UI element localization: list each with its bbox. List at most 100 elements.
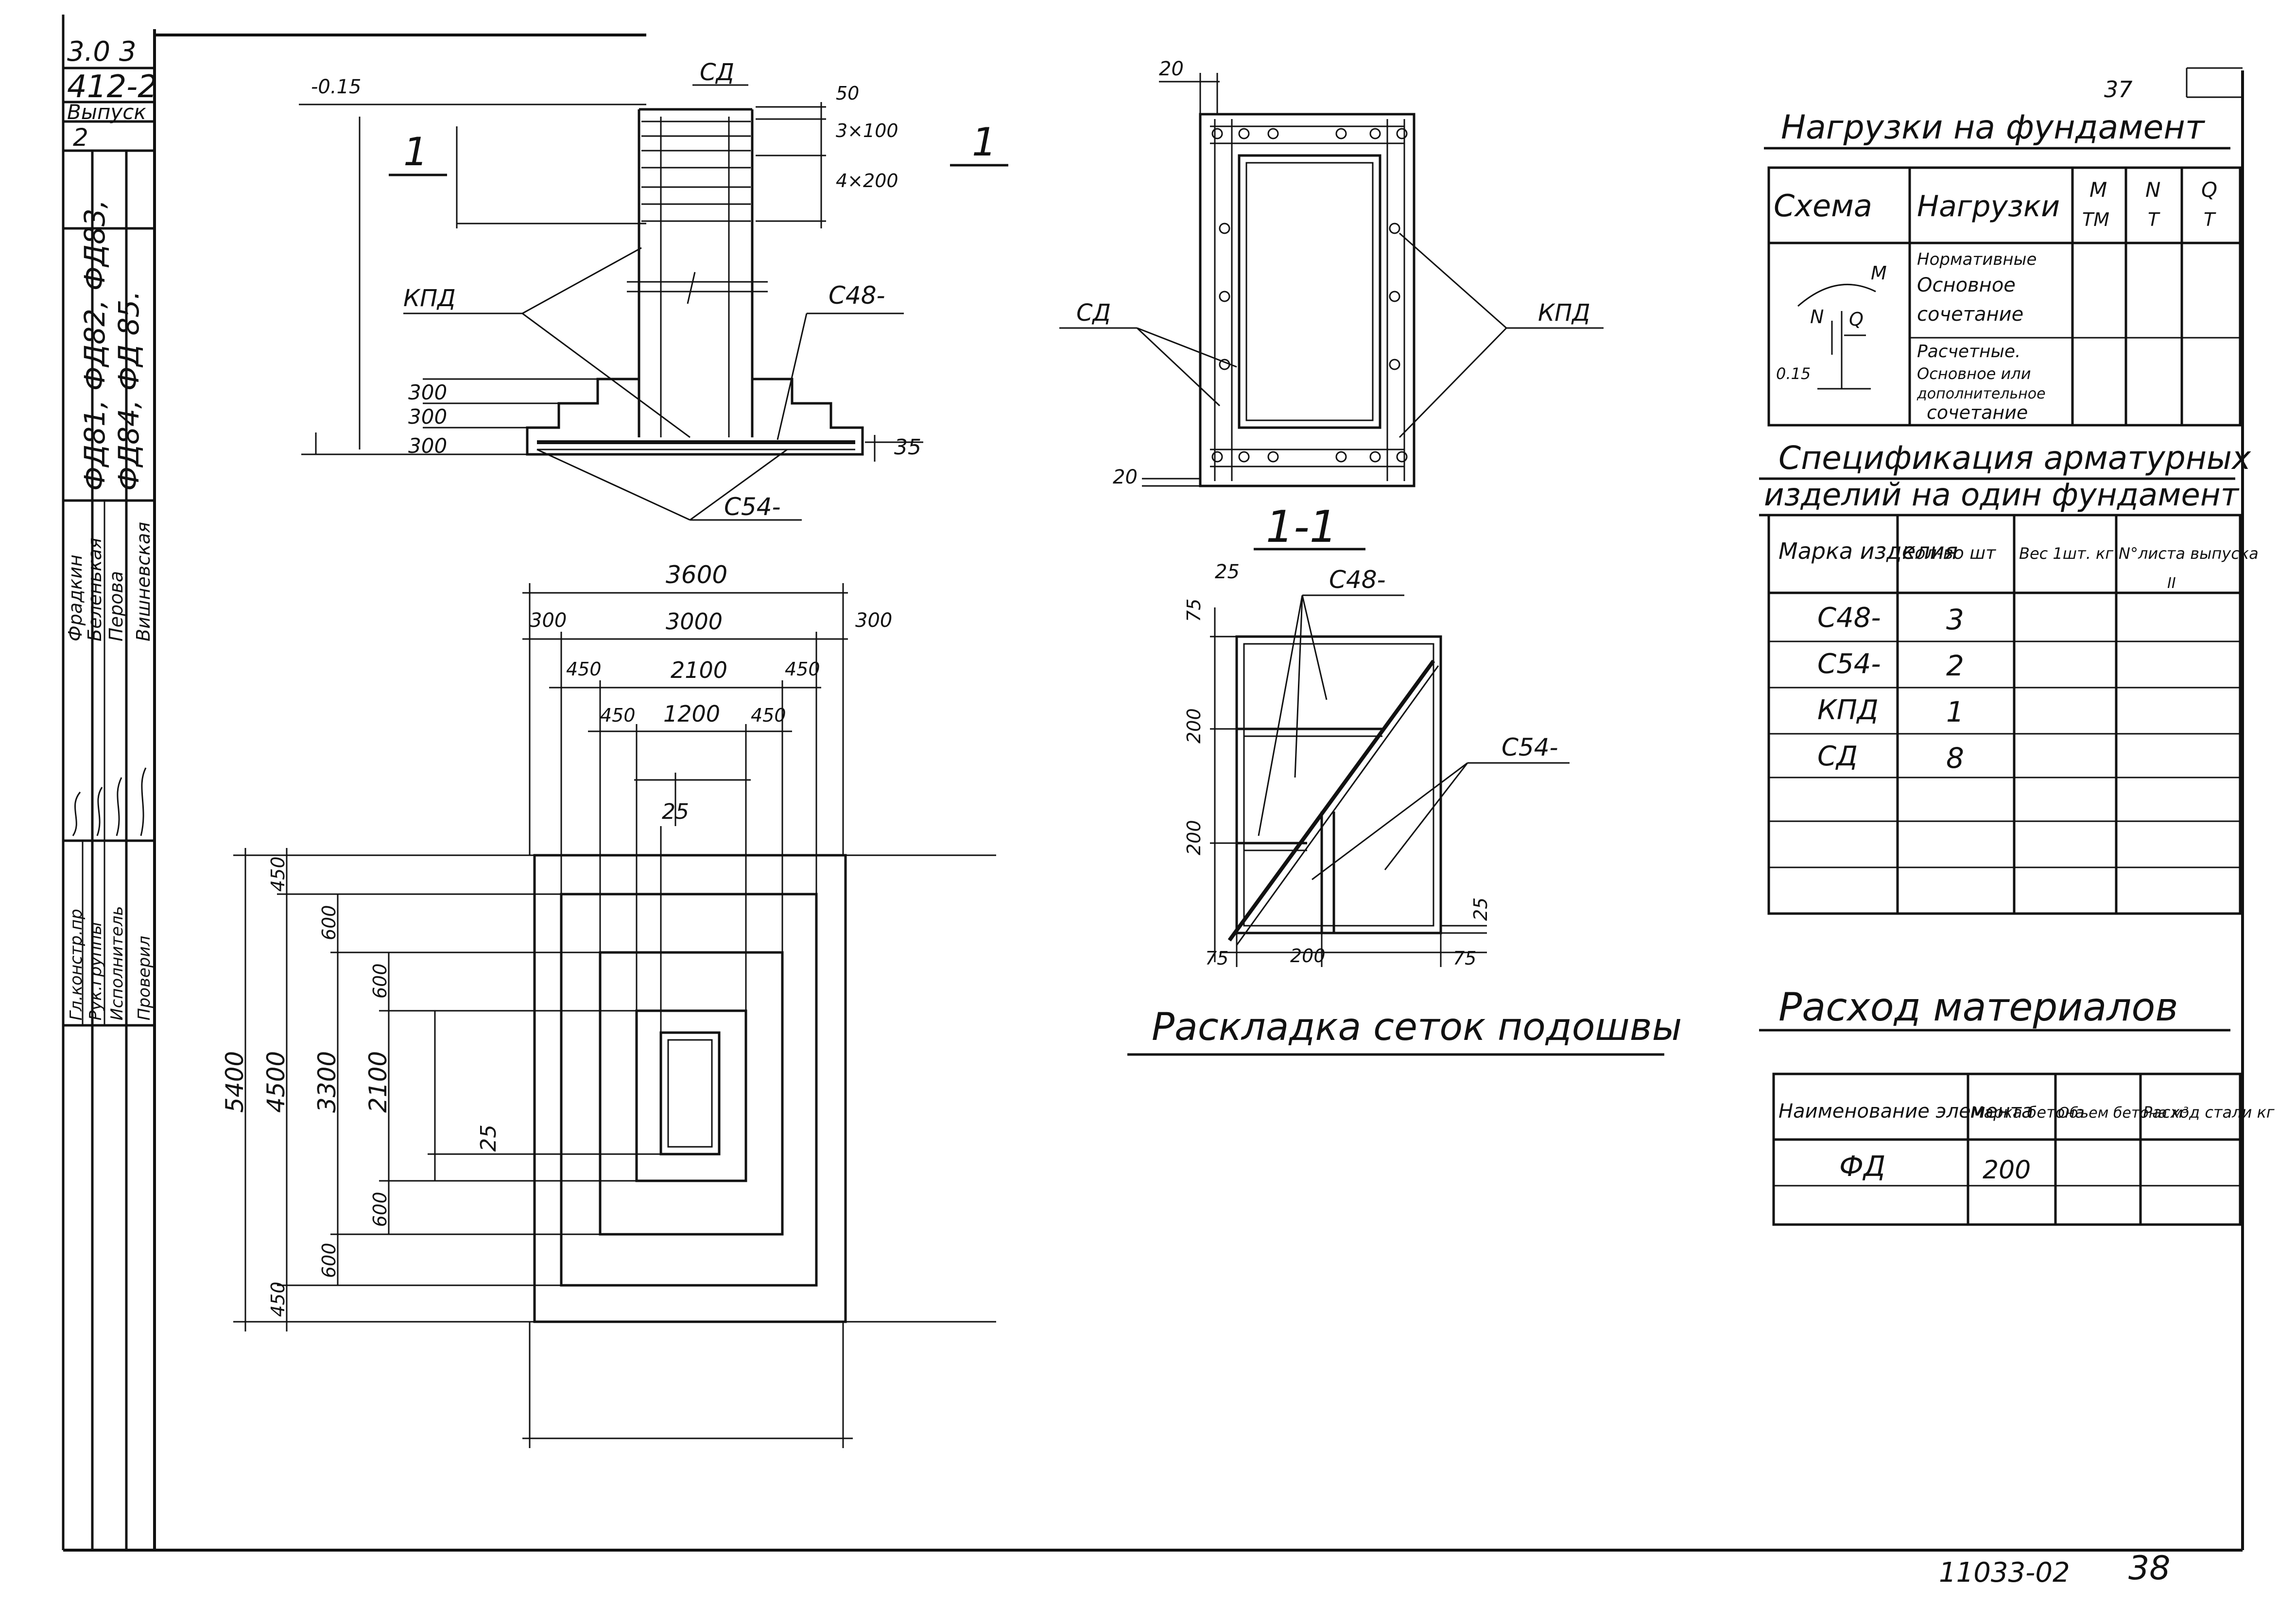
loads-h-scheme: Схема <box>1774 188 1872 224</box>
product-marks-line1: ФД81, ФД82, ФД83, <box>78 200 111 491</box>
loads-r2-l4: сочетание <box>1927 402 2028 423</box>
cup-dim-20-top: 20 <box>1159 58 1184 80</box>
dim-3x100: 3×100 <box>836 120 898 141</box>
spec-r4-qty: 8 <box>1946 742 1964 775</box>
cup-dim-20-bottom: 20 <box>1113 466 1138 488</box>
plan-dim-2100v: 2100 <box>364 1051 392 1113</box>
cup-kpd-label: КПД <box>1538 299 1590 327</box>
plan-dim-600a: 600 <box>318 905 340 940</box>
load-scheme-moment-arc <box>1797 283 1876 307</box>
cup-section-label: 1-1 <box>1266 501 1337 553</box>
dim-4x200: 4×200 <box>836 170 898 191</box>
load-scheme-n: N <box>1810 306 1824 328</box>
loads-h-m: M <box>2089 178 2107 202</box>
plan-dim-450d: 450 <box>751 705 786 726</box>
load-scheme-level: 0.15 <box>1776 364 1811 383</box>
series-code: 412-2 <box>67 69 157 105</box>
materials-r1-element: ФД <box>1839 1150 1885 1183</box>
section-view-1: -0.15 300 300 300 1 1 СД 50 3×100 4×200 … <box>299 59 1008 521</box>
name-3: Перова <box>105 571 127 641</box>
materials-r1-grade: 200 <box>1983 1156 2031 1185</box>
doc-number: 11033-02 <box>1939 1557 2070 1589</box>
materials-h-grade: Марка бетона <box>1970 1103 2085 1122</box>
spec-r4-mark: СД <box>1817 741 1858 772</box>
name-2: Беленькая <box>84 538 105 641</box>
step-dim-1: 300 <box>408 380 447 404</box>
mesh-dim-200-b: 200 <box>1183 820 1205 855</box>
mesh-caption: Раскладка сеток подошвы <box>1152 1005 1682 1049</box>
loads-h-loads: Нагрузки <box>1917 190 2060 224</box>
plan-dim-450-top: 450 <box>267 856 289 892</box>
section-label-right: 1 <box>972 120 997 165</box>
spec-h-weight: Вес 1шт. кг <box>2019 544 2113 563</box>
spec-h-extra: II <box>2167 575 2176 592</box>
role-1: Гл.констр.пр <box>67 909 86 1020</box>
loads-r1-l3: сочетание <box>1917 303 2023 326</box>
plan-dim-3000: 3000 <box>666 608 723 635</box>
section-label-left: 1 <box>403 129 428 174</box>
loads-h-n: N <box>2145 178 2160 202</box>
mesh-dim-75-bl: 75 <box>1205 948 1228 969</box>
product-marks-line2: ФД84, ФД 85. <box>112 291 145 491</box>
plan-dim-600c: 600 <box>369 1192 391 1227</box>
name-1: Фрадкин <box>65 554 86 641</box>
spec-r3-mark: КПД <box>1817 694 1879 726</box>
signature-scribbles <box>72 767 147 836</box>
spec-h-mark: Марка изделия <box>1778 538 1958 564</box>
loads-r2-l3: дополнительное <box>1916 385 2046 402</box>
mesh-c48-label: С48- <box>1329 566 1386 594</box>
series-top: 3.0 3 <box>67 36 137 68</box>
spec-table: Спецификация арматурных изделий на один … <box>1759 439 2259 915</box>
materials-h-element: Наименование элемента <box>1778 1100 2033 1123</box>
spec-title-2: изделий на один фундамент <box>1764 477 2240 513</box>
plan-dim-1200: 1200 <box>663 701 720 727</box>
sd-label: СД <box>700 59 734 86</box>
sheet-top-number: 37 <box>2104 76 2133 103</box>
spec-title-1: Спецификация арматурных <box>1778 439 2251 477</box>
loads-r1-l1: Нормативные <box>1917 250 2037 269</box>
spec-r2-mark: С54- <box>1817 648 1881 680</box>
spec-r3-qty: 1 <box>1946 695 1964 728</box>
plan-dim-450a: 450 <box>566 658 602 680</box>
plan-dim-300a: 300 <box>530 609 567 632</box>
mesh-c54-label: С54- <box>1502 733 1558 761</box>
spec-r2-qty: 2 <box>1946 649 1964 682</box>
plan-dim-3300: 3300 <box>313 1051 341 1113</box>
plan-dim-3600: 3600 <box>666 561 727 589</box>
materials-h-volume: Объем бетона м³ <box>2058 1105 2189 1122</box>
spec-r1-qty: 3 <box>1946 603 1964 636</box>
plan-dim-4500: 4500 <box>262 1051 290 1113</box>
c48-label-section: С48- <box>829 281 885 310</box>
plan-dim-600d: 600 <box>318 1243 340 1278</box>
plan-view: 3600 300 3000 300 450 2100 450 450 1200 … <box>221 561 996 1448</box>
dim-35: 35 <box>894 435 921 460</box>
step-dim-2: 300 <box>408 405 447 429</box>
plan-dim-25-top: 25 <box>662 799 689 824</box>
role-3: Исполнитель <box>107 906 127 1020</box>
step-dim-3: 300 <box>408 434 447 458</box>
cup-sd-label: СД <box>1076 299 1111 327</box>
level-mark: -0.15 <box>311 76 362 98</box>
c54-label-section: С54- <box>724 493 781 521</box>
spec-h-qty: Кол-во шт <box>1902 543 1996 563</box>
spec-r1-mark: С48- <box>1817 602 1881 634</box>
mesh-dim-25-top: 25 <box>1215 561 1240 583</box>
mesh-dim-200-a: 200 <box>1183 708 1205 743</box>
loads-h-q-unit: Т <box>2204 209 2216 230</box>
title-block: 3.0 3 412-2 Выпуск 2 ФД81, ФД82, ФД83, Ф… <box>62 15 157 1550</box>
plan-dim-25-left: 25 <box>476 1124 501 1152</box>
loads-table: 37 Нагрузки на фундамент Схема Нагрузки … <box>1764 76 2242 427</box>
plan-dim-300b: 300 <box>855 609 892 632</box>
cup-section-1-1: 20 20 СД КПД 1-1 <box>1059 58 1604 553</box>
loads-r2-l1: Расчетные. <box>1917 342 2021 362</box>
mesh-dim-200-bottom: 200 <box>1290 945 1326 967</box>
mesh-layout: С48- С54- 25 75 200 200 25 75 200 75 Рас… <box>1127 561 1682 1056</box>
issue-label: Выпуск <box>67 100 146 124</box>
materials-title: Расход материалов <box>1778 985 2178 1030</box>
plan-dim-5400: 5400 <box>221 1051 249 1113</box>
dim-50: 50 <box>836 83 859 104</box>
plan-dim-450c: 450 <box>600 705 636 726</box>
role-4: Проверил <box>135 936 154 1020</box>
loads-h-q: Q <box>2201 178 2217 202</box>
